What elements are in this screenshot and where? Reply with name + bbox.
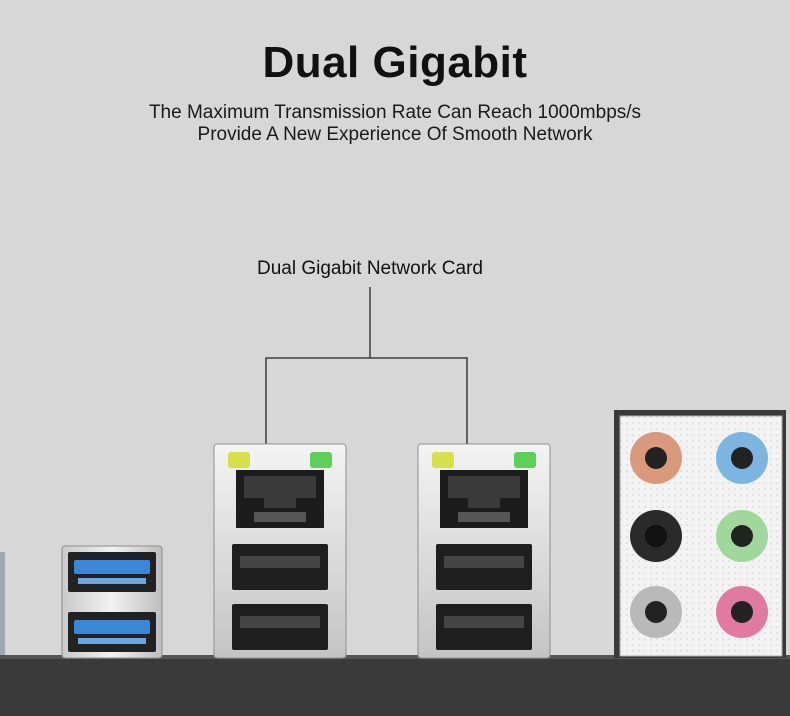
lan1-activity-led	[228, 452, 250, 468]
audio-jack-black	[630, 510, 682, 562]
callout-label: Dual Gigabit Network Card	[257, 258, 483, 279]
usb3-port-top	[74, 560, 150, 574]
partial-port-left	[0, 552, 5, 655]
lan2-usb-port-bottom	[436, 604, 532, 650]
lan1-usb-port-top	[232, 544, 328, 590]
lan1-link-led	[310, 452, 332, 468]
subtitle-line-1: The Maximum Transmission Rate Can Reach …	[148, 102, 642, 123]
subtitle-line-2: Provide A New Experience Of Smooth Netwo…	[197, 124, 593, 145]
board-edge	[0, 655, 790, 716]
audio-jack-gray	[630, 586, 682, 638]
audio-jack-pink	[716, 586, 768, 638]
usb3-stack	[61, 545, 163, 659]
lan-usb-module-2	[417, 443, 551, 659]
audio-jack-orange	[630, 432, 682, 484]
lan2-activity-led	[432, 452, 454, 468]
lan2-rj45-port	[440, 470, 528, 528]
lan1-rj45-port	[236, 470, 324, 528]
lan2-link-led	[514, 452, 536, 468]
page-title: Dual Gigabit	[262, 38, 528, 87]
audio-jack-green	[716, 510, 768, 562]
lan2-usb-port-top	[436, 544, 532, 590]
lan-usb-module-1	[213, 443, 347, 659]
callout-connector	[265, 287, 468, 445]
audio-jack-panel	[614, 410, 786, 658]
audio-jack-blue	[716, 432, 768, 484]
usb3-port-bottom	[74, 620, 150, 634]
lan1-usb-port-bottom	[232, 604, 328, 650]
